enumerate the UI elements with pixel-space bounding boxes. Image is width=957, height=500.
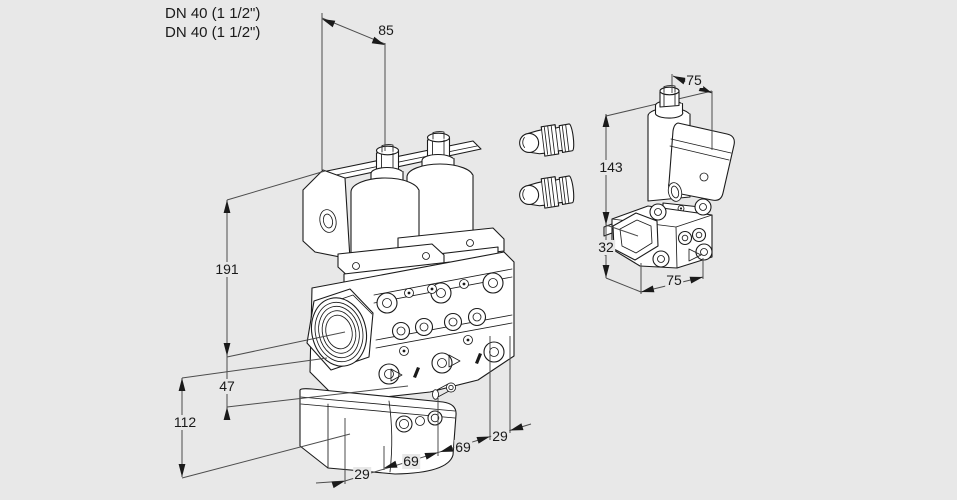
dim-coil-spacing: 85	[377, 22, 395, 39]
dim-axis-to-top: 191	[214, 261, 240, 278]
bracket-hole	[319, 209, 337, 233]
cable-gland-bottom	[517, 174, 576, 212]
valve-body	[309, 251, 515, 403]
dim-side-width-top: 75	[685, 72, 703, 89]
actuator-panel	[667, 122, 735, 202]
flow-direction-triangle	[688, 248, 702, 262]
dim-side-axis-to-bottom: 32	[597, 239, 615, 256]
dim-chain-29-right: 29	[491, 428, 509, 445]
solenoid-coil-right	[406, 131, 474, 254]
dim-axis-to-body-bottom: 47	[218, 378, 236, 395]
regulator-box	[299, 382, 457, 475]
pipe-flange-threaded	[306, 288, 374, 371]
dim-axis-to-unit-bottom: 112	[172, 414, 198, 431]
side-view	[603, 85, 735, 269]
body-bolts-and-test-points	[376, 272, 505, 385]
flow-direction-triangle	[390, 368, 403, 382]
front-view	[299, 131, 515, 475]
side-valve-body	[603, 198, 713, 269]
dim-chain-69-left: 69	[402, 453, 420, 470]
dn-label-1: DN 40 (1 1/2")	[165, 5, 261, 22]
dim-side-width-bottom: 75	[665, 272, 683, 289]
dim-chain-29-left: 29	[353, 466, 371, 483]
cable-gland-top	[517, 122, 576, 160]
dim-side-top-to-axis: 143	[598, 159, 624, 176]
dim-chain-69-right: 69	[454, 439, 472, 456]
dimension-annotations	[178, 13, 713, 489]
dn-label-2: DN 40 (1 1/2")	[165, 24, 261, 41]
flow-direction-triangle	[448, 354, 461, 368]
cable-glands	[517, 122, 576, 212]
